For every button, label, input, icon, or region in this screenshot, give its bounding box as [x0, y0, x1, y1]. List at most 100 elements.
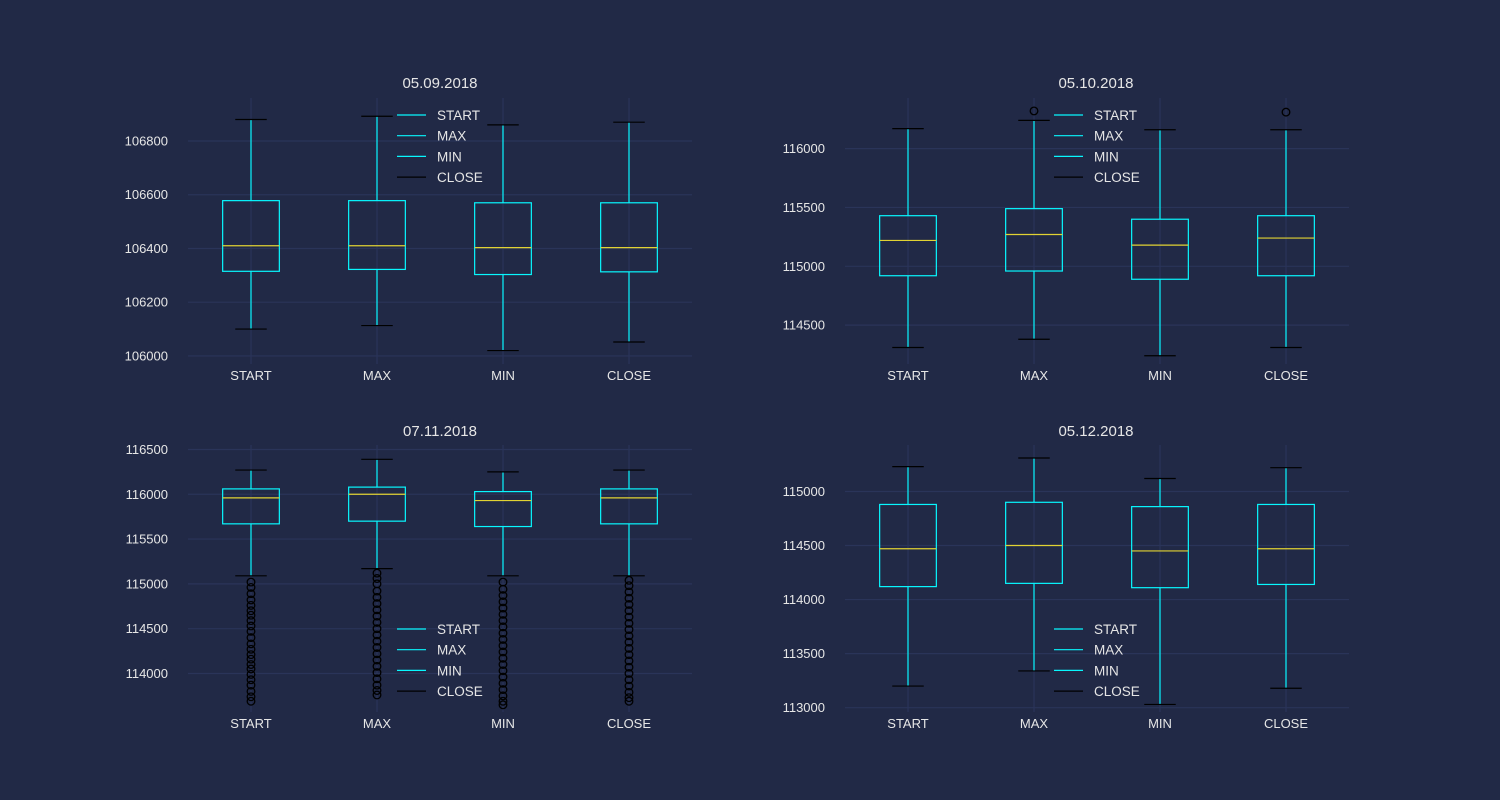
x-tick-label: MAX — [363, 368, 392, 383]
outlier-point — [246, 589, 256, 599]
outlier-point — [372, 643, 382, 652]
outlier-point — [1281, 107, 1291, 117]
outlier-point — [372, 674, 382, 684]
legend-label: START — [1094, 622, 1137, 637]
outlier-point — [624, 625, 634, 635]
legend-label: CLOSE — [437, 170, 483, 185]
outlier-point — [624, 606, 634, 616]
outlier-point — [246, 654, 256, 664]
outlier-point — [246, 660, 256, 669]
outlier-point — [246, 577, 256, 587]
outlier-point — [624, 587, 634, 597]
box-iqr — [1257, 503, 1315, 586]
y-tick-label: 114000 — [126, 666, 168, 681]
x-tick-label: START — [230, 716, 271, 731]
box-iqr — [1131, 506, 1189, 589]
plot-title: 05.10.2018 — [1058, 75, 1133, 92]
outlier-point — [624, 687, 634, 697]
box-min — [1131, 129, 1189, 357]
outlier-point — [372, 661, 382, 671]
x-tick-label: MIN — [491, 368, 515, 383]
outlier-point — [498, 672, 508, 682]
outlier-point — [498, 660, 508, 669]
x-tick-label: CLOSE — [607, 368, 651, 383]
y-tick-label: 115000 — [783, 484, 825, 499]
y-tick-label: 116500 — [126, 442, 168, 457]
x-tick-label: MAX — [1020, 368, 1049, 383]
outlier-point — [624, 693, 634, 703]
outlier-point — [372, 574, 382, 583]
box-max — [1005, 457, 1063, 672]
x-tick-label: CLOSE — [1264, 368, 1308, 383]
outlier-point — [246, 650, 256, 660]
outlier-point — [372, 617, 382, 627]
outlier-point — [624, 600, 634, 609]
outlier-point — [498, 691, 508, 701]
outlier-point — [246, 639, 256, 649]
box-close — [1257, 467, 1315, 689]
subplot-3: 07.11.2018 11400011450011500011550011600… — [126, 423, 692, 731]
legend-label: MAX — [437, 129, 466, 144]
outlier-point — [498, 685, 508, 695]
outlier-point — [372, 686, 382, 695]
plot-title: 07.11.2018 — [403, 423, 477, 440]
box-iqr — [222, 488, 280, 525]
outlier-point — [498, 609, 508, 619]
plot-title: 05.12.2018 — [1058, 423, 1133, 440]
outlier-point — [624, 656, 634, 666]
outlier-point — [246, 606, 256, 616]
outlier-point — [624, 681, 634, 691]
outlier-point — [246, 600, 256, 610]
x-tick-label: MAX — [363, 716, 392, 731]
box-min — [1131, 477, 1189, 706]
outlier-point — [498, 653, 508, 663]
box-start — [222, 469, 280, 706]
outlier-point — [624, 593, 634, 603]
outlier-point — [246, 626, 256, 636]
outlier-point — [498, 634, 508, 644]
box-iqr — [879, 503, 937, 588]
outlier-point — [498, 647, 508, 657]
outlier-point — [624, 618, 634, 628]
legend-label: MIN — [437, 663, 462, 678]
box-iqr — [600, 488, 658, 525]
box-close — [600, 469, 658, 706]
box-start — [222, 118, 280, 330]
outlier-point — [498, 666, 508, 676]
outlier-point — [372, 611, 382, 621]
outlier-point — [624, 631, 634, 641]
x-tick-label: CLOSE — [607, 716, 651, 731]
outlier-point — [372, 605, 382, 615]
outlier-point — [372, 599, 382, 609]
y-tick-label: 106200 — [125, 295, 168, 310]
outlier-point — [624, 637, 634, 647]
outlier-point — [246, 696, 256, 706]
outlier-point — [372, 586, 382, 596]
outlier-point — [498, 622, 508, 632]
legend-label: MAX — [1094, 129, 1123, 144]
outlier-point — [246, 595, 256, 605]
outlier-point — [624, 675, 634, 685]
legend-label: MIN — [1094, 663, 1119, 678]
outlier-point — [498, 597, 508, 607]
outlier-point — [246, 610, 256, 620]
outlier-point — [246, 621, 256, 631]
outlier-point — [246, 664, 256, 674]
y-tick-label: 114500 — [783, 538, 825, 553]
x-tick-label: CLOSE — [1264, 716, 1308, 731]
legend-label: START — [437, 622, 480, 637]
y-tick-label: 115500 — [126, 532, 168, 547]
subplot-2: 05.10.2018 114500115000115500116000START… — [783, 75, 1349, 383]
outlier-point — [246, 583, 256, 592]
outlier-point — [624, 696, 634, 706]
box-iqr — [222, 200, 280, 272]
legend-label: CLOSE — [437, 684, 483, 699]
outlier-point — [246, 680, 256, 690]
box-iqr — [1005, 208, 1063, 272]
legend-label: MIN — [1094, 149, 1119, 164]
legend-label: START — [1094, 108, 1137, 123]
outlier-point — [1029, 106, 1039, 116]
box-max — [1005, 106, 1063, 340]
subplot-1: 05.09.2018 10600010620010640010660010680… — [125, 75, 692, 383]
